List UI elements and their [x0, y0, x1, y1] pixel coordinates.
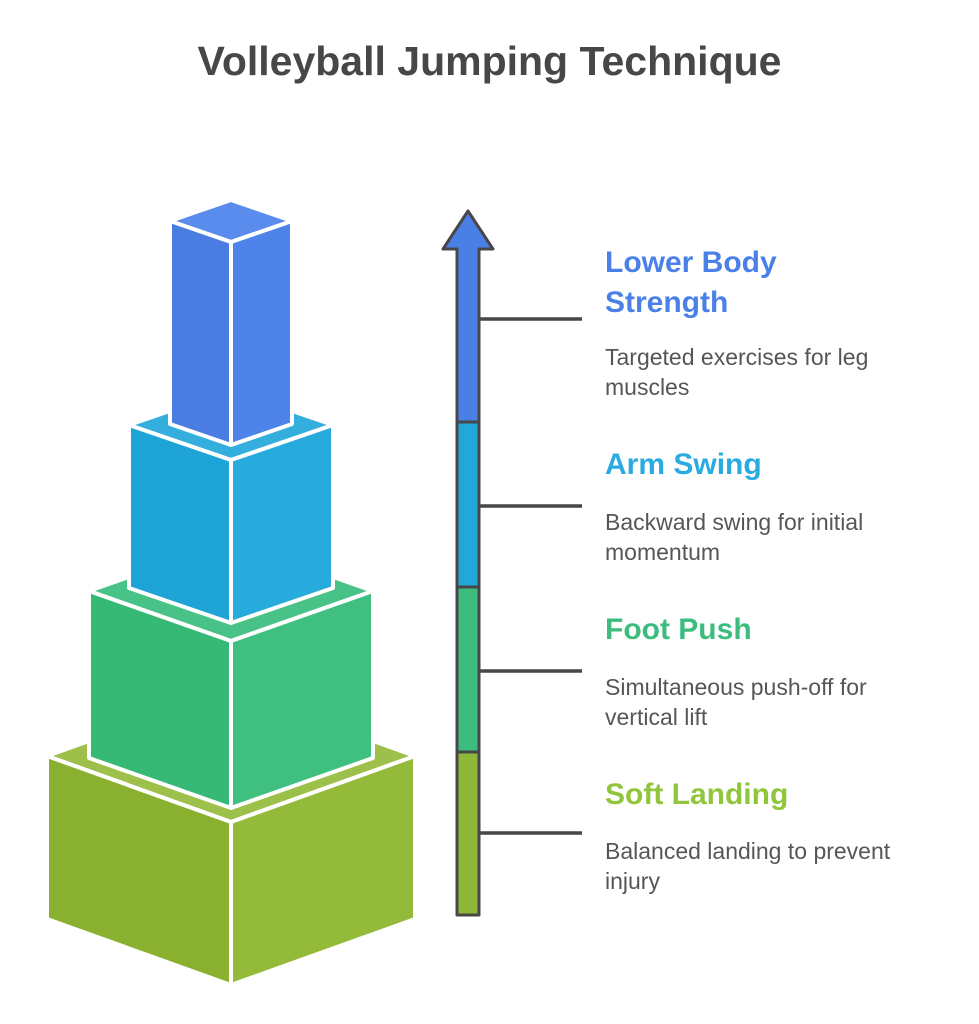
arrow-head-segment-lower-body-strength: [441, 209, 495, 424]
stage-label-soft-landing: Soft Landing: [605, 778, 789, 811]
stage-description-soft-landing: Balanced landing to prevent injury: [605, 838, 891, 894]
page-title: Volleyball Jumping Technique: [197, 38, 782, 84]
stage-description-foot-push: Simultaneous push-off for vertical lift: [605, 674, 867, 730]
box-right-face: [229, 219, 294, 447]
box-left-face: [168, 219, 233, 447]
arrow-segment-foot-push: [455, 585, 481, 754]
stage-label-lower-body-strength: Lower Body Strength: [605, 246, 777, 319]
arrow-segment-soft-landing: [455, 750, 481, 917]
box-right-face: [229, 423, 335, 625]
arrow-segment-arm-swing: [455, 420, 481, 589]
box-right-face: [229, 589, 375, 810]
box-left-face: [127, 423, 233, 625]
stage-label-arm-swing: Arm Swing: [605, 448, 762, 481]
box-right-face: [229, 754, 417, 987]
pyramid-box-lower-body-strength: [168, 198, 294, 447]
stage-description-arm-swing: Backward swing for initial momentum: [605, 509, 864, 565]
stage-description-lower-body-strength: Targeted exercises for leg muscles: [605, 344, 869, 400]
stage-label-foot-push: Foot Push: [605, 613, 752, 646]
